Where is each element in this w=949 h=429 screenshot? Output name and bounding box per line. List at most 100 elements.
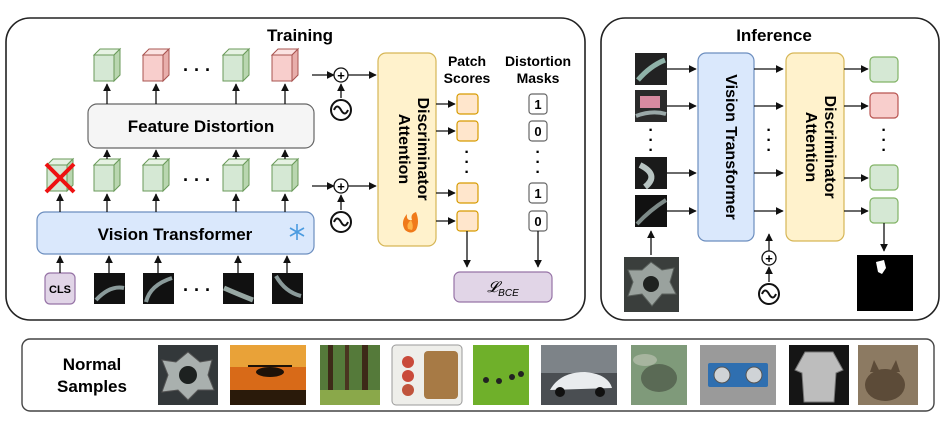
vit-to-token-arrows [56, 193, 289, 212]
vertical-ellipsis: · [648, 142, 653, 159]
ellipsis: · · · [183, 280, 211, 300]
distorted-token [222, 48, 250, 82]
plus-symbol: + [337, 179, 345, 194]
sample-circuit-board [700, 345, 776, 405]
vertical-ellipsis: · [648, 122, 653, 139]
image-patch [272, 273, 303, 304]
image-patch [635, 157, 667, 190]
mask-value: 1 [534, 97, 541, 112]
image-patch [222, 273, 254, 304]
patch-token-row: · · · [44, 158, 299, 194]
inference-input-image [624, 257, 679, 312]
vit-to-disc-arrows [754, 65, 784, 215]
loss-box: 𝓛BCE [453, 271, 553, 303]
inference-noise-addition: + [758, 233, 780, 305]
inference-title: Inference [736, 26, 812, 45]
patch-token [142, 158, 170, 192]
image-patch [635, 90, 667, 122]
vertical-ellipsis: · [766, 122, 771, 139]
sample-shirt [789, 345, 849, 405]
sample-metal-nut [158, 345, 218, 405]
patch-token [93, 158, 121, 192]
vision-transformer-box: Vision Transformer [36, 211, 315, 255]
attention-discriminator-box: Attention Discriminator [377, 52, 437, 247]
image-patch [94, 273, 125, 304]
distorted-token-row: · · · [93, 48, 299, 82]
normal-samples-label-line2: Samples [57, 377, 127, 396]
vertical-ellipsis: · [464, 164, 469, 181]
patch-score [456, 120, 479, 142]
loss-subscript: BCE [498, 288, 519, 299]
vertical-ellipsis: · [464, 144, 469, 161]
distortion-masks-title-line1: Distortion [505, 53, 571, 69]
feature-distortion-label: Feature Distortion [128, 117, 274, 136]
normal-samples-panel: Normal Samples [21, 338, 935, 412]
ellipsis: · · · [183, 60, 211, 80]
patch-to-vit-arrows [56, 255, 291, 273]
mask-value: 0 [534, 214, 541, 229]
cls-label: CLS [49, 284, 71, 296]
vertical-ellipsis: · [766, 132, 771, 149]
patch-score [869, 164, 899, 191]
patch-scores-title-line2: Scores [444, 70, 491, 86]
inference-panel: Inference · · · [600, 17, 940, 321]
normal-samples-label-line1: Normal [63, 355, 122, 374]
inference-discriminator-label-line2: Discriminator [821, 95, 838, 198]
discriminator-label-line1: Attention [395, 114, 412, 184]
vertical-ellipsis: · [464, 154, 469, 171]
sample-forest [320, 345, 380, 405]
token-to-fd-arrows [103, 149, 289, 159]
noise-addition-top: + [312, 67, 377, 121]
vertical-ellipsis: · [881, 122, 886, 139]
vision-transformer-label: Vision Transformer [98, 225, 253, 244]
mask-value: 1 [534, 186, 541, 201]
input-patch-row: CLS · · · [44, 272, 303, 305]
sample-white-car [541, 345, 617, 405]
distortion-masks-column: Distortion Masks 1 0 · · · 1 0 [505, 53, 571, 268]
sample-cat [858, 345, 918, 405]
sample-hanging-objects [473, 345, 529, 405]
patch-score [456, 93, 479, 115]
patch-scores-column: Patch Scores · · · [436, 53, 491, 268]
image-patch [143, 273, 174, 304]
patch-score [869, 197, 899, 224]
plus-symbol: + [765, 251, 773, 266]
distorted-token [271, 48, 299, 82]
training-title: Training [267, 26, 333, 45]
vertical-ellipsis: · [881, 132, 886, 149]
vertical-ellipsis: · [766, 142, 771, 159]
mask-value: 0 [534, 124, 541, 139]
patch-score [869, 56, 899, 83]
fd-arrows [103, 83, 289, 104]
inference-vision-transformer-box: Vision Transformer [697, 52, 755, 242]
inference-discriminator-label-line1: Attention [802, 112, 819, 182]
inference-vision-transformer-label: Vision Transformer [722, 74, 739, 220]
vertical-ellipsis: · [535, 144, 540, 161]
patch-scores-title-line1: Patch [448, 53, 486, 69]
snowflake-icon [289, 224, 305, 240]
plus-symbol: + [337, 68, 345, 83]
vertical-ellipsis: · [535, 154, 540, 171]
training-panel: Training · · · Feature Distortion [5, 17, 586, 321]
image-patch [635, 53, 667, 85]
discriminator-label-line2: Discriminator [414, 97, 431, 200]
inference-input-arrows [647, 65, 697, 255]
patch-score [456, 182, 479, 204]
inference-score-column: · · · [869, 56, 899, 252]
distorted-token [93, 48, 121, 82]
patch-score-anomalous [869, 92, 899, 119]
inference-attention-discriminator-box: Attention Discriminator [785, 52, 845, 242]
patch-token [222, 158, 250, 192]
discard-mark [44, 162, 76, 194]
distortion-masks-title-line2: Masks [517, 70, 560, 86]
ellipsis: · · · [183, 170, 211, 190]
vertical-ellipsis: · [648, 132, 653, 149]
noise-addition-bottom: + [312, 178, 377, 233]
vertical-ellipsis: · [881, 142, 886, 159]
sample-blurry-animal [631, 345, 687, 405]
sample-food-tray [391, 344, 463, 406]
disc-to-score-arrows [844, 65, 869, 215]
patch-score [456, 210, 479, 232]
feature-distortion-box: Feature Distortion [87, 103, 315, 149]
